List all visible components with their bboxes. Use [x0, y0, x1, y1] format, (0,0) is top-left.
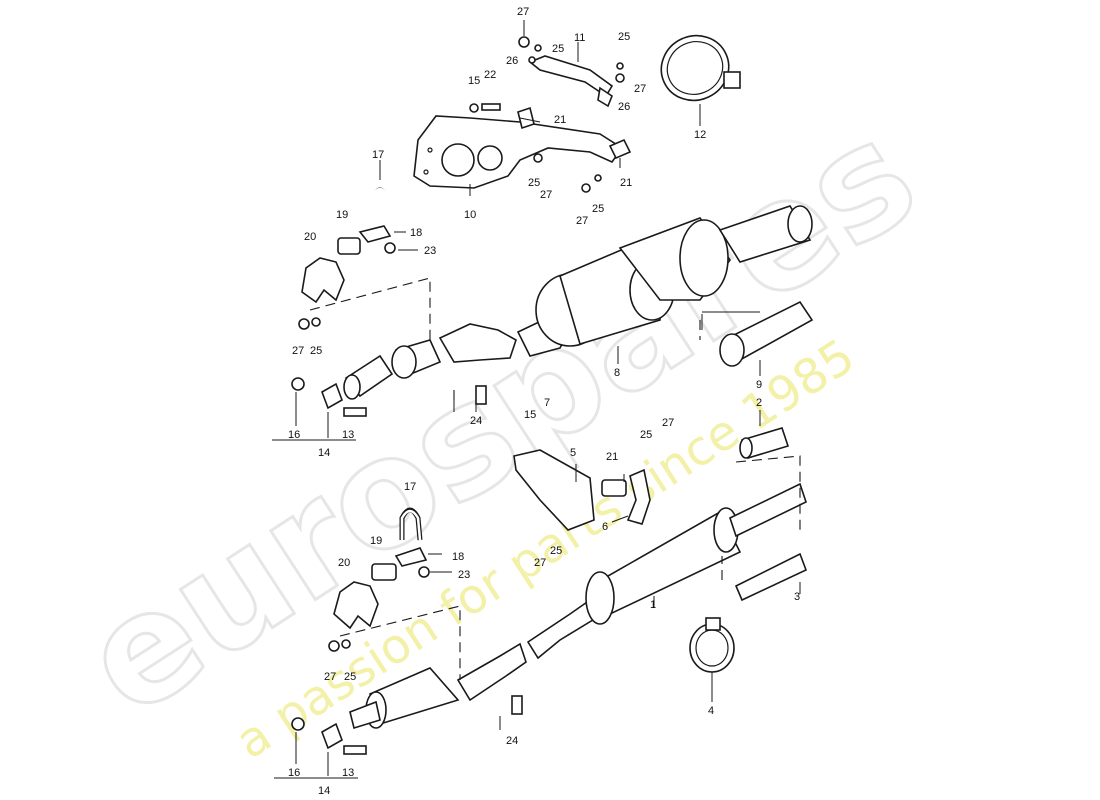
part-11-bracket	[528, 55, 614, 108]
callout-11: 11	[574, 32, 585, 44]
callout-14: 14	[318, 785, 330, 797]
callout-4: 4	[708, 705, 714, 717]
part-10-heat-shield	[413, 115, 624, 189]
callout-27: 27	[324, 671, 336, 683]
callout-8: 8	[614, 367, 620, 379]
dashed-leaders-lower	[274, 400, 801, 779]
callout-19: 19	[370, 535, 382, 547]
callout-26: 26	[618, 101, 630, 113]
callout-23: 23	[424, 245, 436, 257]
callout-25: 25	[550, 545, 562, 557]
callout-27: 27	[540, 189, 552, 201]
part-9-tailpipe	[719, 300, 814, 367]
callout-22: 22	[484, 69, 496, 81]
callout-7: 7	[544, 397, 550, 409]
part-5-bracket	[513, 449, 595, 531]
part-21-mounts-upper	[517, 106, 632, 160]
callout-10: 10	[464, 209, 476, 221]
part-12-clamp	[660, 34, 741, 102]
watermark-brand: eurospares	[55, 88, 945, 750]
callout-25: 25	[344, 671, 356, 683]
callout-15: 15	[468, 75, 480, 87]
callout-20: 20	[338, 557, 350, 569]
callout-13: 13	[342, 767, 354, 779]
callout-2: 2	[756, 397, 762, 409]
callout-25: 25	[618, 31, 630, 43]
part-18-plate-lower	[394, 547, 428, 567]
callout-13: 13	[342, 429, 354, 441]
callout-23: 23	[458, 569, 470, 581]
callout-21: 21	[606, 451, 618, 463]
callout-9: 9	[756, 379, 762, 391]
part-20-hanger-upper	[301, 257, 345, 304]
callout-25: 25	[552, 43, 564, 55]
callout-26: 26	[506, 55, 518, 67]
callout-17: 17	[404, 481, 416, 493]
callout-18: 18	[452, 551, 464, 563]
callout-18: 18	[410, 227, 422, 239]
part-3-outlet	[734, 552, 808, 602]
callout-labels: 27 25 11 26 25 27 26 15 22 21 12 21 25 2…	[288, 6, 800, 797]
callout-27: 27	[634, 83, 646, 95]
callout-20: 20	[304, 231, 316, 243]
callout-25: 25	[640, 429, 652, 441]
callout-17: 17	[372, 149, 384, 161]
callout-24: 24	[506, 735, 518, 747]
callout-27: 27	[517, 6, 529, 18]
part-6-hanger	[626, 468, 651, 525]
part-1-center-muffler	[526, 482, 807, 660]
callout-25: 25	[310, 345, 322, 357]
part-23-nut-upper	[384, 242, 396, 254]
callout-6: 6	[602, 521, 608, 533]
callout-27: 27	[534, 557, 546, 569]
callout-24: 24	[470, 415, 482, 427]
part-21-mount-lower	[601, 479, 627, 497]
callout-19: 19	[336, 209, 348, 221]
part-23-nut-lower	[418, 566, 430, 578]
part-17-u-bolt-upper	[370, 187, 392, 219]
part-19-rubber-upper	[337, 237, 361, 255]
part-2-sleeve	[739, 427, 790, 459]
callout-16: 16	[288, 767, 300, 779]
callout-leaders	[295, 20, 801, 776]
callout-16: 16	[288, 429, 300, 441]
callout-14: 14	[318, 447, 330, 459]
callout-27: 27	[576, 215, 588, 227]
part-8-main-silencer	[438, 205, 813, 363]
callout-21: 21	[554, 114, 566, 126]
callout-5: 5	[570, 447, 576, 459]
callout-25: 25	[592, 203, 604, 215]
callout-27: 27	[662, 417, 674, 429]
part-20-hanger-lower	[333, 581, 379, 630]
part-18-plate-upper	[358, 225, 392, 243]
callout-15: 15	[524, 409, 536, 421]
callout-27: 27	[292, 345, 304, 357]
part-19-rubber-lower	[371, 563, 397, 581]
callout-21: 21	[620, 177, 632, 189]
dashed-leaders-upper	[272, 277, 760, 441]
hardware-upper	[469, 36, 625, 193]
callout-25: 25	[528, 177, 540, 189]
part-4-clamp	[689, 617, 735, 673]
callout-1: 1	[650, 599, 656, 611]
callout-12: 12	[694, 129, 706, 141]
callout-3: 3	[794, 591, 800, 603]
front-pipe-upper	[291, 339, 487, 417]
front-pipe-lower	[291, 642, 527, 755]
